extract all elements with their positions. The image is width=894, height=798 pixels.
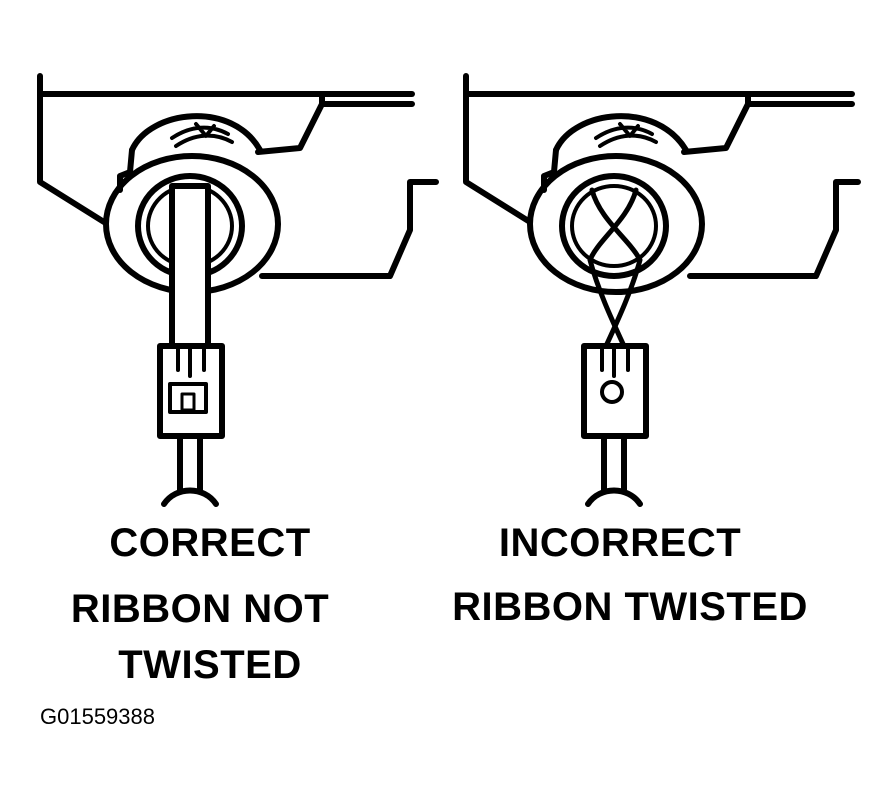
correct-caption-line-2: RIBBON NOT <box>70 587 330 631</box>
incorrect-housing-step <box>681 101 751 155</box>
correct-lead-wire <box>177 433 203 493</box>
correct-housing-right-flange <box>259 179 439 279</box>
correct-housing-outline <box>37 73 107 225</box>
correct-panel <box>37 73 439 507</box>
figure-id-label: G01559388 <box>40 704 155 729</box>
incorrect-lead-collar <box>585 487 643 507</box>
incorrect-twisted-ribbon-2 <box>587 187 639 349</box>
correct-housing-step <box>255 101 325 155</box>
incorrect-panel <box>463 73 861 507</box>
correct-collar-ribs <box>170 122 234 148</box>
correct-connector-pin <box>180 392 196 412</box>
incorrect-connector-slots <box>600 344 630 378</box>
incorrect-outer-ring <box>527 153 705 295</box>
correct-connector-slots <box>176 344 206 378</box>
correct-ribbon <box>169 183 211 349</box>
incorrect-caption-line-1: INCORRECT <box>498 521 742 565</box>
correct-caption-line-1: CORRECT <box>109 521 311 565</box>
incorrect-housing-outline <box>463 73 533 225</box>
incorrect-caption-line-2: RIBBON TWISTED <box>452 585 808 629</box>
incorrect-inner-ring-2 <box>570 184 658 268</box>
incorrect-collar-top <box>553 113 689 153</box>
correct-caption-line-3: TWISTED <box>118 643 302 687</box>
incorrect-connector <box>581 343 649 439</box>
incorrect-connector-hole <box>600 380 624 404</box>
incorrect-twisted-ribbon <box>589 187 643 349</box>
incorrect-lead-wire <box>601 433 627 493</box>
correct-collar-top <box>129 113 263 153</box>
incorrect-collar-ribs <box>594 122 658 148</box>
incorrect-housing-right-flange <box>687 179 861 279</box>
correct-connector-window <box>168 382 208 414</box>
incorrect-inner-ring <box>559 173 669 279</box>
correct-lead-collar <box>161 487 219 507</box>
